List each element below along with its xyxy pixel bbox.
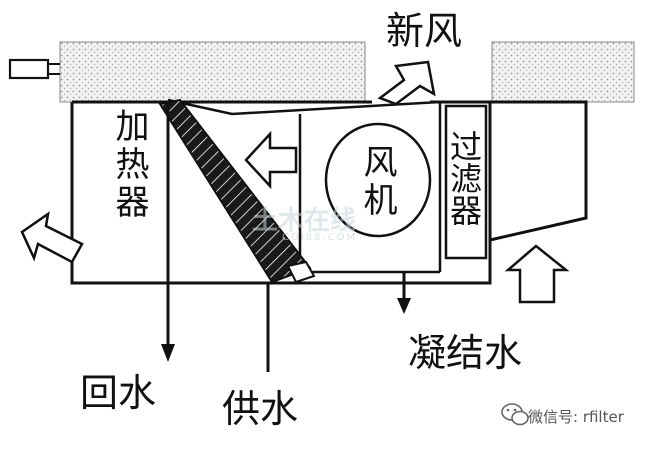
wechat-id-text: 微信号: rfilter	[528, 408, 624, 426]
fan-label: 风机	[357, 144, 397, 220]
ceiling-slab-left	[59, 41, 366, 103]
fresh-air-label: 新风	[386, 9, 463, 53]
ceiling-slab-right	[491, 41, 635, 103]
airflow-arrow-up	[504, 244, 570, 304]
fresh-air-arrow	[377, 60, 436, 106]
return-water-label: 回水	[80, 371, 157, 415]
airflow-arrow-outlet	[20, 211, 84, 264]
unit-casing	[70, 102, 492, 285]
airflow-arrow-left	[244, 130, 298, 190]
heater-coil	[158, 98, 312, 284]
supply-water-label: 供水	[222, 387, 299, 431]
filter-panel	[444, 104, 488, 260]
drain-pan	[286, 260, 316, 284]
condensate-label: 凝结水	[408, 331, 523, 375]
fan-circle	[324, 122, 432, 238]
watermark-text: 土木在线	[252, 206, 357, 236]
heater-label: 加热器	[109, 108, 149, 222]
pipe-stub	[8, 58, 50, 80]
watermark-subtext: COI88.COM	[282, 232, 358, 243]
intake-duct	[489, 100, 588, 242]
filter-label: 过滤器	[445, 130, 483, 226]
wechat-logo-icon	[501, 403, 529, 426]
